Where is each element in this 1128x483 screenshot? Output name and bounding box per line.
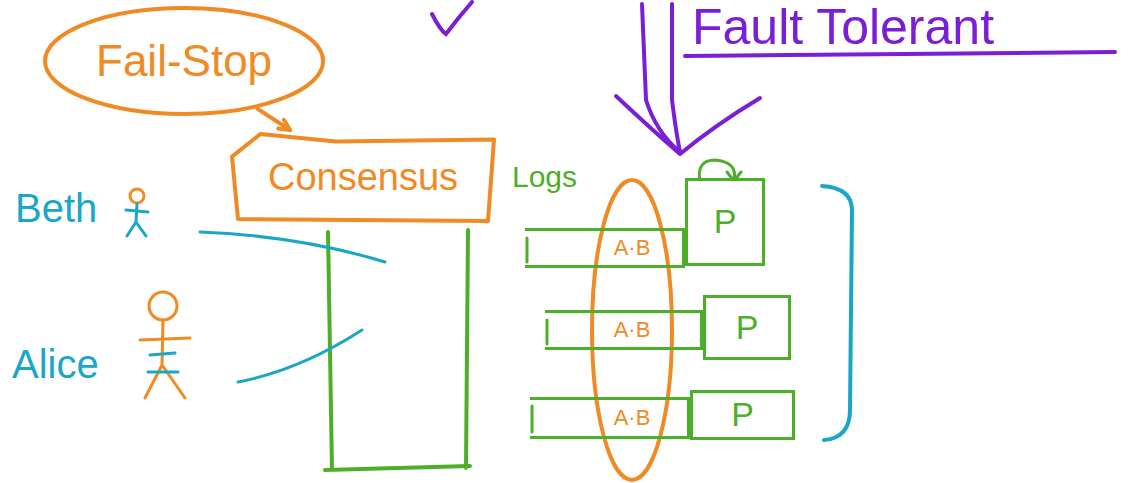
person-name: Alice <box>12 342 99 386</box>
process-name: P <box>736 309 759 346</box>
node-text: Consensus <box>268 157 458 199</box>
node-text: A·B <box>614 236 651 260</box>
section-label: Logs <box>512 160 577 193</box>
consensus-box: Consensus <box>228 130 498 225</box>
user-line <box>238 330 362 382</box>
process-box: P <box>685 178 765 266</box>
user-line <box>200 232 385 262</box>
process-box: P <box>690 390 795 440</box>
person-name: Beth <box>15 186 97 230</box>
node-text: Fail-Stop <box>96 37 272 85</box>
group-loop <box>592 180 672 480</box>
node-text: A·B <box>614 318 651 342</box>
log-entry: A·B <box>530 397 690 439</box>
stick-figure <box>126 189 148 236</box>
heading-note: Fault Tolerant <box>692 0 994 55</box>
log-entry: A·B <box>545 310 703 350</box>
log-entry: A·B <box>525 228 685 268</box>
stick-figure <box>140 292 190 398</box>
check-mark <box>432 2 472 34</box>
bracket <box>822 186 852 440</box>
process-name: P <box>731 396 754 433</box>
server-box <box>325 230 470 470</box>
process-name: P <box>714 203 737 240</box>
process-box: P <box>703 295 791 360</box>
ellipse-node: Fail-Stop <box>42 5 326 117</box>
node-text: A·B <box>614 406 651 430</box>
connector <box>258 109 290 130</box>
